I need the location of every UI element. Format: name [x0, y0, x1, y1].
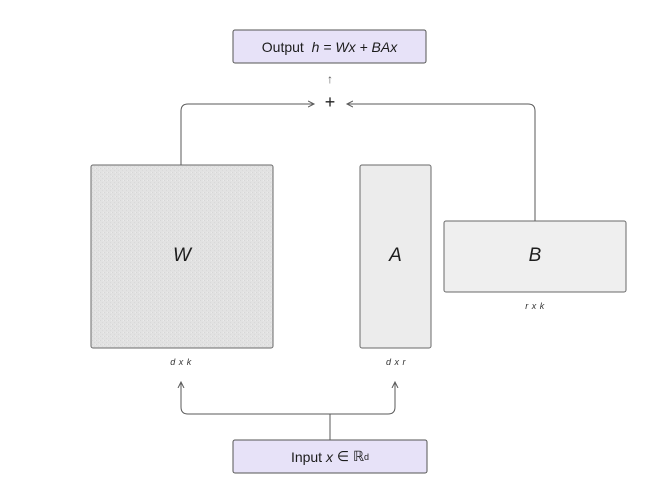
b-to-plus-arrow: [347, 104, 536, 221]
w-dims-label: d x k: [170, 357, 192, 367]
input-prefix: Input: [290, 448, 323, 465]
b-matrix-label: B: [528, 245, 542, 266]
w-matrix-block: [90, 164, 274, 349]
output-box: [232, 29, 427, 64]
b-dims-label: r x k: [525, 301, 545, 311]
a-matrix-block: [359, 164, 432, 349]
input-var: x: [325, 448, 333, 465]
input-to-a-arrow: [330, 382, 395, 415]
w-to-plus-arrow: [180, 104, 314, 165]
plus-to-output-arrow: ↑: [327, 72, 333, 86]
output-formula: h = Wx + BAx: [311, 38, 398, 55]
output-label: Output h = Wx + BAx: [233, 30, 426, 63]
input-superscript: d: [364, 451, 370, 462]
input-set: ∈ ℝ: [336, 448, 365, 464]
w-matrix-label: W: [173, 245, 191, 266]
a-matrix-label: A: [389, 245, 402, 266]
a-dims-label: d x r: [385, 357, 406, 367]
plus-operator: +: [324, 92, 336, 112]
output-prefix: Output: [261, 38, 304, 55]
input-to-w-arrow: [181, 382, 330, 415]
